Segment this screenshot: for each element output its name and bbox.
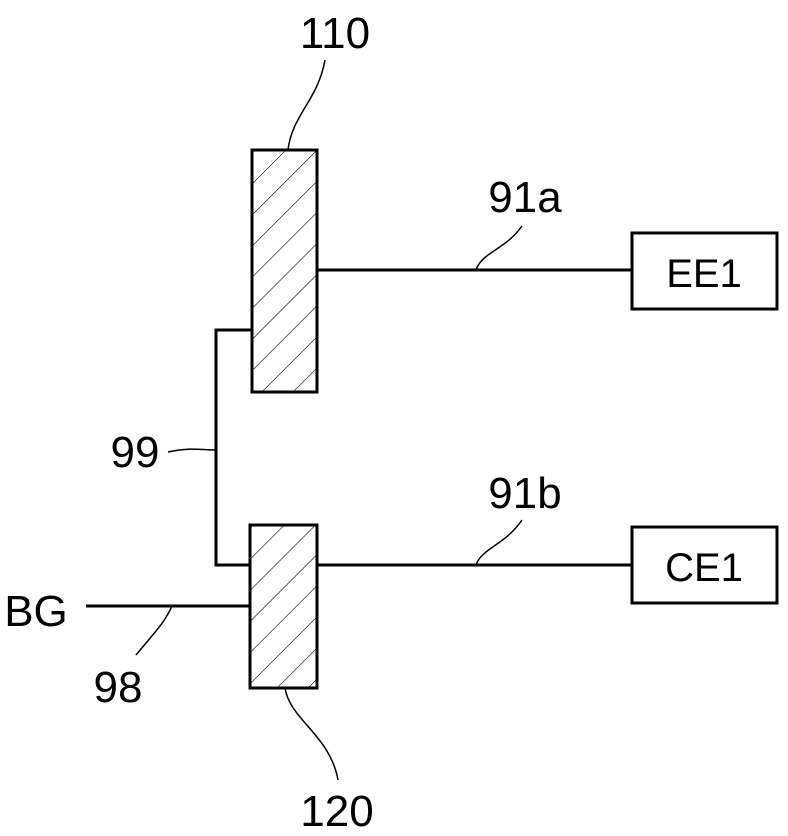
label-98: 98 — [94, 663, 143, 712]
label-110: 110 — [300, 9, 370, 58]
leader-110 — [288, 60, 325, 150]
leader-98 — [136, 606, 172, 655]
line-99 — [216, 330, 252, 565]
label-bg: BG — [4, 587, 68, 636]
label-91b: 91b — [488, 469, 561, 518]
box-ce1-label: CE1 — [665, 546, 743, 590]
label-91a: 91a — [488, 173, 562, 222]
leader-99 — [168, 449, 216, 452]
label-120: 120 — [300, 787, 373, 836]
leader-91a — [476, 226, 522, 270]
leader-91b — [476, 520, 522, 565]
block-110 — [252, 150, 317, 392]
leader-120 — [285, 688, 338, 780]
block-120 — [250, 525, 317, 688]
label-99: 99 — [111, 428, 160, 477]
box-ee1-label: EE1 — [666, 252, 742, 296]
